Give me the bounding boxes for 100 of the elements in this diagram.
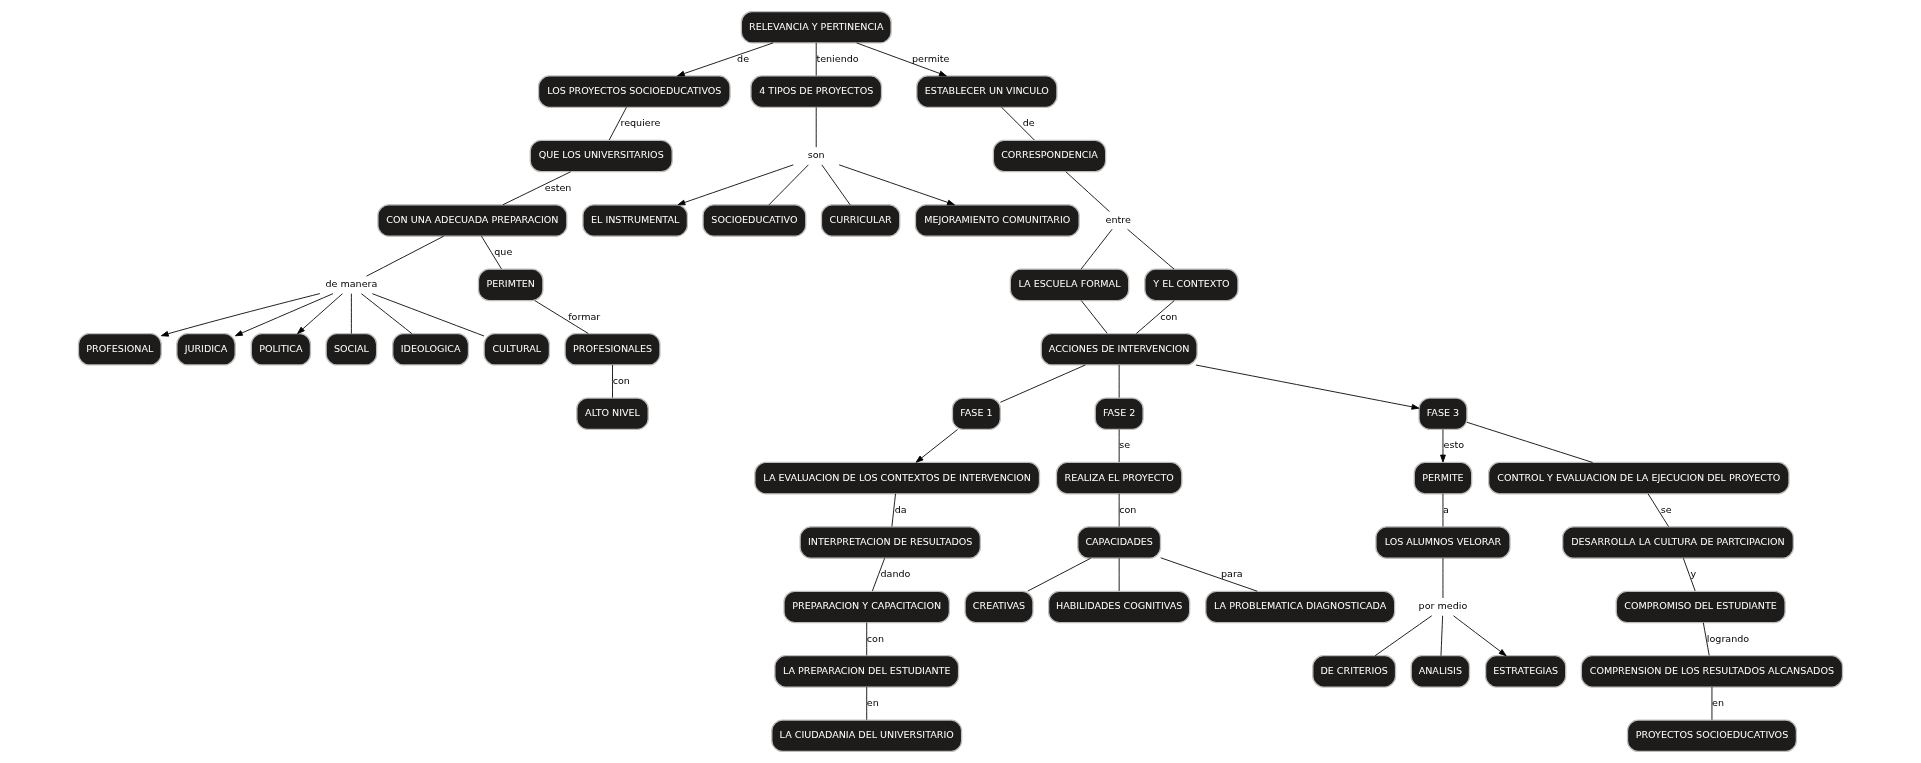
node-box: DESARROLLA LA CULTURA DE PARTCIPACION: [1562, 526, 1794, 559]
connector: [371, 293, 485, 337]
connector: [1135, 300, 1175, 334]
node-box: IDEOLOGICA: [392, 332, 470, 366]
edge-label: con: [1160, 310, 1178, 322]
node-box: ANALISIS: [1410, 655, 1471, 688]
connector: [768, 164, 809, 206]
node-text: son: [807, 149, 825, 161]
edge-label: permite: [912, 52, 950, 64]
node-box: SOCIOEDUCATIVO: [702, 204, 807, 237]
connector: [1442, 557, 1444, 599]
node-box: MEJORAMIENTO COMUNITARIO: [914, 204, 1080, 237]
node-box: ALTO NIVEL: [576, 397, 649, 431]
connector: [1118, 493, 1120, 527]
connector: [1027, 557, 1092, 592]
edge-label: de: [737, 52, 750, 64]
arrow: [676, 42, 774, 77]
arrow: [856, 42, 947, 77]
node-box: LA ESCUELA FORMAL: [1009, 268, 1130, 302]
edge-label: dando: [880, 568, 911, 580]
node-box: INTERPRETACION DE RESULTADOS: [799, 526, 981, 559]
node-box: ESTRATEGIAS: [1484, 655, 1567, 688]
node-box: FASE 3: [1418, 397, 1468, 431]
edge-label: se: [1119, 439, 1131, 451]
connector: [502, 171, 572, 206]
node-box: 4 TIPOS DE PROYECTOS: [750, 75, 883, 108]
connector: [361, 293, 413, 335]
node-box: Y EL CONTEXTO: [1144, 268, 1239, 302]
connector: [1442, 493, 1444, 527]
edge-label: que: [494, 246, 513, 258]
connector: [1065, 171, 1110, 212]
node-box: ESTABLECER UN VINCULO: [916, 75, 1058, 108]
edge-label: formar: [568, 310, 601, 322]
node-box: CREATIVAS: [964, 590, 1034, 624]
connector: [350, 293, 352, 335]
connector: [534, 300, 589, 334]
edge-label: y: [1690, 568, 1697, 580]
connector: [866, 686, 868, 721]
arrow: [234, 293, 334, 337]
node-box: COMPROMISO DEL ESTUDIANTE: [1615, 590, 1786, 624]
connector: [1118, 557, 1120, 592]
node-box: REALIZA EL PROYECTO: [1055, 461, 1183, 495]
node-box: RELEVANCIA Y PERTINENCIA: [740, 10, 892, 44]
arrow: [1195, 364, 1420, 410]
node-box: ACCIONES DE INTERVENCION: [1040, 332, 1198, 366]
edge-label: teniendo: [816, 52, 859, 64]
edge-label: esto: [1443, 439, 1465, 451]
node-box: LA PROBLEMATICA DIAGNOSTICADA: [1205, 590, 1396, 624]
node-box: QUE LOS UNIVERSITARIOS: [529, 139, 673, 173]
node-box: CULTURAL: [483, 332, 551, 366]
connector: [1702, 622, 1710, 656]
node-box: CONTROL Y EVALUACION DE LA EJECUCION DEL PROYECTO: [1488, 461, 1790, 495]
edge-label: en: [1712, 697, 1725, 709]
node-box: JURIDICA: [176, 332, 236, 366]
node-box: PROYECTOS SOCIOEDUCATIVOS: [1626, 719, 1798, 753]
connector: [815, 106, 817, 148]
connector: [1080, 300, 1108, 334]
connector: [366, 235, 445, 277]
connector: [999, 364, 1086, 403]
node-box: SOCIAL: [325, 332, 378, 366]
connector: [481, 235, 502, 270]
connector: [871, 557, 886, 592]
arrow: [1440, 429, 1446, 463]
connector: [1118, 429, 1120, 463]
connector: [1682, 557, 1696, 592]
node-box: FASE 2: [1094, 397, 1144, 431]
edge-label: con: [612, 374, 630, 386]
edge-label: con: [1119, 503, 1137, 515]
arrow: [677, 164, 794, 206]
connector: [1118, 364, 1120, 399]
node-box: EL INSTRUMENTAL: [582, 204, 689, 237]
connector: [1001, 106, 1035, 141]
connector: [612, 364, 613, 399]
node-text: de manera: [325, 278, 378, 290]
edge-label: de: [1022, 117, 1035, 129]
connector: [1080, 228, 1113, 270]
node-box: COMPRENSION DE LOS RESULTADOS ALCANSADOS: [1580, 655, 1844, 688]
edge-label: en: [866, 697, 879, 709]
node-box: LA PREPARACION DEL ESTUDIANTE: [774, 655, 960, 688]
connector: [1440, 615, 1444, 657]
connector: [1127, 228, 1175, 270]
node-text: entre: [1105, 213, 1131, 225]
node-box: PERMITE: [1413, 461, 1473, 495]
edge-label: requiere: [620, 117, 661, 129]
edge-label: a: [1443, 503, 1449, 515]
arrow: [915, 429, 959, 463]
edge-label: esten: [544, 181, 572, 193]
edge-label: da: [894, 503, 907, 515]
connector: [866, 622, 868, 656]
node-box: CAPACIDADES: [1077, 526, 1162, 559]
edge-label: para: [1221, 568, 1243, 580]
connector: [1647, 493, 1669, 527]
connector: [821, 164, 851, 206]
node-text: por medio: [1418, 600, 1468, 612]
node-box: PROFESIONALES: [564, 332, 661, 366]
connector: [1374, 615, 1433, 657]
edge-label: se: [1660, 503, 1672, 515]
node-box: LOS PROYECTOS SOCIOEDUCATIVOS: [537, 75, 731, 108]
node-box: PROFESIONAL: [77, 332, 162, 366]
node-box: CORRESPONDENCIA: [992, 139, 1107, 173]
